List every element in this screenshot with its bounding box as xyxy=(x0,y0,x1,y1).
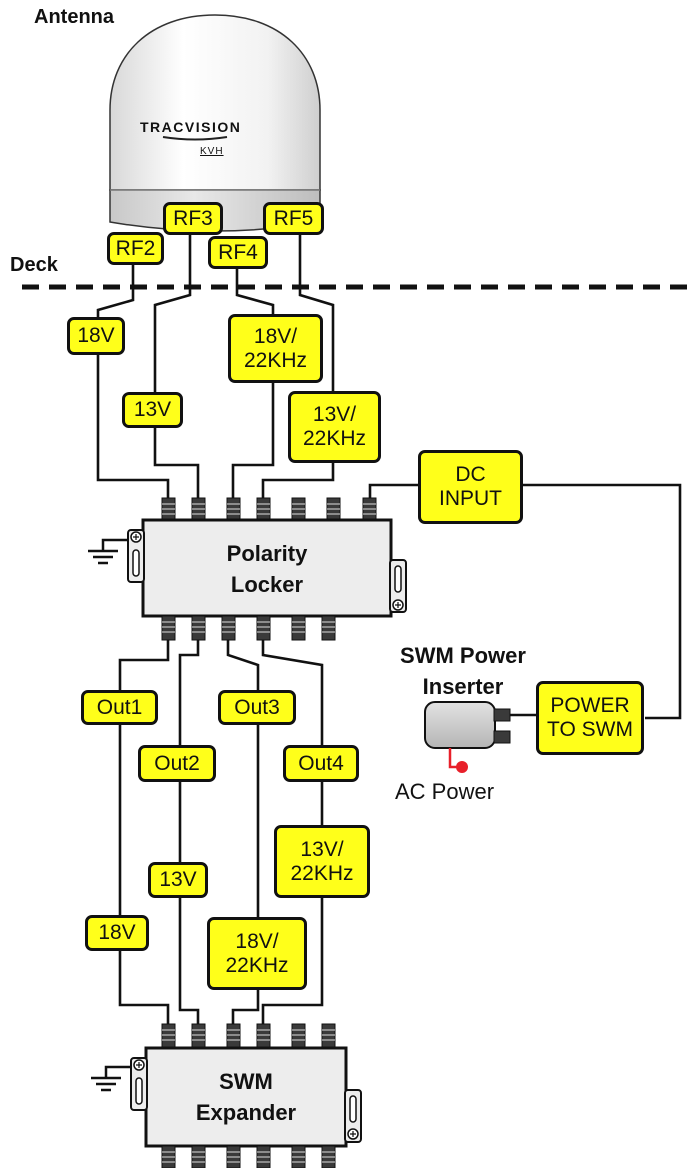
out1-port-label: Out1 xyxy=(81,690,158,725)
polarity-locker-top-connectors xyxy=(161,497,377,523)
output-13v-22khz-line2: 22KHz xyxy=(290,861,354,885)
rf3-port-label: RF3 xyxy=(163,202,223,235)
swm-expander-top-threads xyxy=(162,1029,335,1041)
input-18v-22khz-line1: 18V/ xyxy=(253,324,298,348)
antenna-maker-logo: KVH xyxy=(200,146,224,157)
polarity-locker-box xyxy=(127,518,407,618)
swm-expander-bottom-connectors xyxy=(161,1145,336,1168)
power-to-swm-line1: POWER xyxy=(550,694,630,717)
input-18v-22khz-line2: 22KHz xyxy=(243,348,308,372)
polarity-locker-top-threads xyxy=(162,503,376,515)
output-13v-22khz-line1: 13V/ xyxy=(300,837,344,861)
dc-input-line1: DC xyxy=(455,463,486,486)
swm-power-inserter-label: SWM Power Inserter xyxy=(383,640,543,702)
swm-expander-label: SWM Expander xyxy=(146,1066,346,1128)
deck-label: Deck xyxy=(10,254,58,276)
input-18v-tag: 18V xyxy=(67,317,125,355)
ac-power-label: AC Power xyxy=(395,779,495,804)
output-18v-tag: 18V xyxy=(85,915,149,951)
out4-port-label: Out4 xyxy=(283,745,359,782)
swm-expander-top-connectors xyxy=(161,1023,336,1049)
input-18v-22khz-tag: 18V/ 22KHz xyxy=(228,314,323,383)
output-13v-tag: 13V xyxy=(148,862,208,898)
ground-icon xyxy=(88,538,129,565)
swm-expander-line1: SWM xyxy=(219,1069,273,1094)
rf5-port-label: RF5 xyxy=(263,202,324,235)
output-18v-22khz-tag: 18V/ 22KHz xyxy=(207,917,307,990)
output-18v-22khz-line2: 22KHz xyxy=(225,953,289,977)
antenna-title: Antenna xyxy=(34,6,114,28)
rf2-port-label: RF2 xyxy=(107,232,164,265)
swm-power-inserter-device xyxy=(424,701,537,773)
rf4-port-label: RF4 xyxy=(208,236,268,269)
swm-expander-line2: Expander xyxy=(195,1100,297,1125)
polarity-locker-line2: Locker xyxy=(230,572,304,597)
polarity-locker-line1: Polarity xyxy=(226,541,308,566)
polarity-locker-bottom-connectors xyxy=(161,615,336,641)
swm-power-inserter-line1: SWM Power xyxy=(400,643,526,668)
power-to-swm-line2: TO SWM xyxy=(547,718,633,741)
out2-port-label: Out2 xyxy=(138,745,216,782)
out3-port-label: Out3 xyxy=(218,690,296,725)
input-13v-22khz-tag: 13V/ 22KHz xyxy=(288,391,381,463)
polarity-locker-bottom-threads xyxy=(162,621,335,633)
output-18v-22khz-line1: 18V/ xyxy=(235,929,279,953)
dc-input-line2: INPUT xyxy=(439,487,502,510)
power-to-swm-tag: POWER TO SWM xyxy=(536,681,644,755)
swm-power-inserter-line2: Inserter xyxy=(422,674,504,699)
polarity-locker-label: Polarity Locker xyxy=(143,538,391,600)
swm-expander-bottom-threads xyxy=(162,1151,335,1163)
input-13v-22khz-line2: 22KHz xyxy=(302,427,367,450)
input-13v-tag: 13V xyxy=(122,392,183,428)
swm-expander-box xyxy=(130,1046,362,1148)
output-13v-22khz-tag: 13V/ 22KHz xyxy=(274,825,370,898)
dc-input-tag: DC INPUT xyxy=(418,450,523,524)
antenna-cables xyxy=(96,230,682,720)
antenna-brand-logo: TRACVISION xyxy=(140,119,242,135)
input-13v-22khz-line1: 13V/ xyxy=(312,403,357,426)
ground-icon xyxy=(91,1065,132,1092)
